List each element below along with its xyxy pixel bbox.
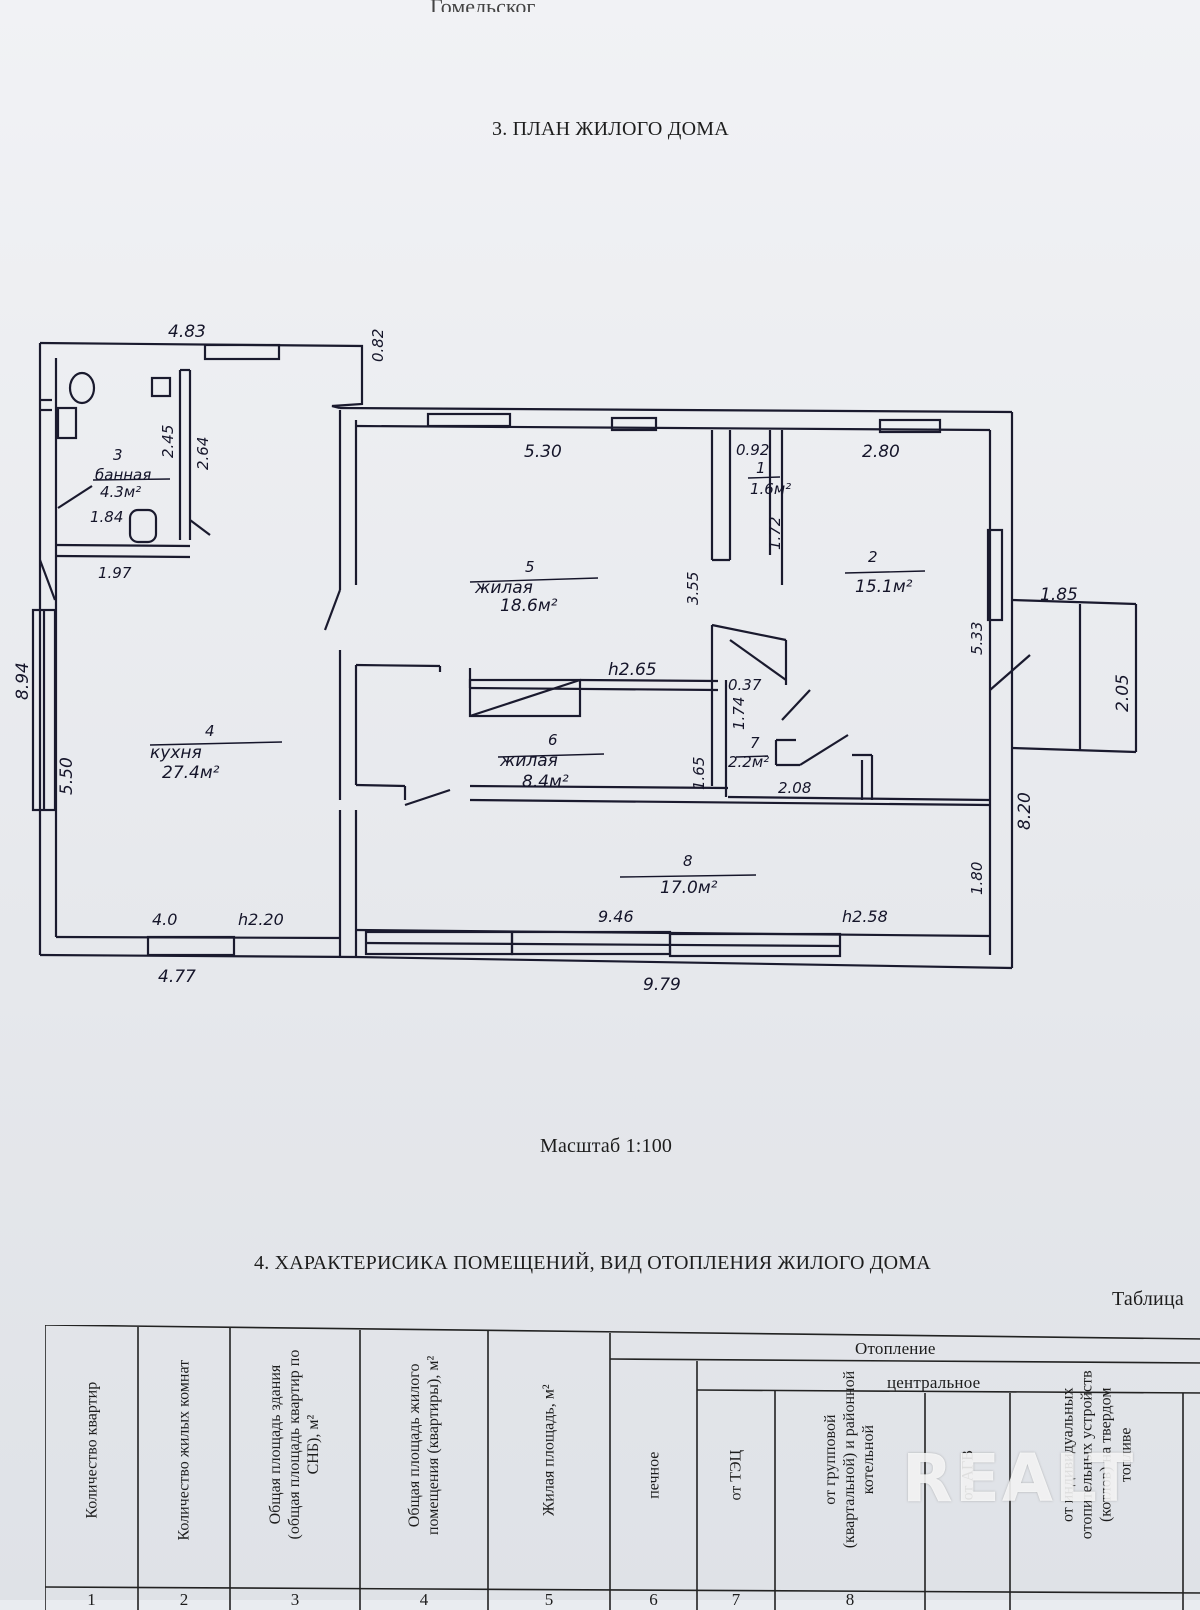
label-underlines: [92, 476, 926, 878]
room-8-number: 8: [683, 852, 693, 870]
col-6-header: печное 6: [644, 1451, 662, 1609]
room-7-number: 7: [750, 734, 760, 752]
plan-walls: [31, 341, 1138, 970]
dim-h2-65: h2.65: [608, 660, 657, 680]
room-4-name: кухня: [150, 743, 202, 763]
dim-4-0: 4.0: [152, 910, 177, 929]
dim-1-72: 1.72: [766, 517, 784, 550]
room-1-area: 1.6м²: [750, 480, 791, 498]
room-4-area: 27.4м²: [162, 763, 220, 783]
col-5-header: Жилая площадь, м² 5: [540, 1384, 558, 1609]
dim-5-30: 5.30: [524, 442, 562, 462]
col-4-header: Общая площадь жилого помещения (квартиры…: [405, 1355, 442, 1609]
room-3-name: банная: [95, 466, 151, 484]
dim-2-80: 2.80: [862, 442, 900, 462]
room-labels: 3 банная 4.3м² 4 кухня 27.4м² 5 жилая 18…: [95, 446, 913, 898]
dim-0-92: 0.92: [736, 441, 769, 459]
dim-9-79: 9.79: [643, 975, 681, 995]
table-caption: Таблица: [1112, 1288, 1184, 1310]
dim-2-64: 2.64: [194, 437, 212, 470]
dim-8-20: 8.20: [1015, 792, 1035, 830]
room-6-number: 6: [548, 731, 558, 749]
col-3-header: Общая площадь здания (общая площадь квар…: [267, 1350, 323, 1609]
dim-1-84: 1.84: [90, 508, 123, 526]
room-6-area: 8.4м²: [522, 772, 569, 792]
room-1-number: 1: [756, 459, 766, 477]
dim-1-85: 1.85: [1040, 585, 1078, 605]
room-2-area: 15.1м²: [855, 577, 913, 597]
dim-0-82: 0.82: [369, 329, 387, 362]
dim-h2-20: h2.20: [238, 910, 284, 929]
room-2-number: 2: [868, 548, 878, 566]
table-grid: [45, 1325, 1200, 1610]
heating-group-header: Отопление: [855, 1339, 936, 1358]
dim-8-94: 8.94: [13, 662, 33, 700]
dim-5-50: 5.50: [57, 757, 77, 795]
central-sub-header: центральное: [887, 1373, 981, 1392]
room-5-number: 5: [525, 558, 535, 576]
top-cut-text: Гомельског: [430, 0, 630, 12]
dim-2-45: 2.45: [159, 425, 177, 458]
dim-4-77: 4.77: [158, 967, 196, 987]
room-3-number: 3: [113, 446, 123, 464]
room-6-name: жилая: [499, 751, 558, 771]
dim-2-05: 2.05: [1113, 674, 1133, 712]
floor-plan: 3 банная 4.3м² 4 кухня 27.4м² 5 жилая 18…: [13, 322, 1138, 995]
realt-watermark: REALT: [902, 1440, 1136, 1517]
room-8-area: 17.0м²: [660, 878, 718, 898]
col-2-header: Количество жилых комнат 2: [175, 1359, 193, 1609]
col-1-header: Количество квартир 1: [82, 1381, 100, 1609]
dim-1-97: 1.97: [98, 564, 132, 582]
dim-9-46: 9.46: [598, 907, 634, 926]
dim-5-33: 5.33: [968, 622, 986, 655]
dim-3-55: 3.55: [684, 572, 702, 605]
dim-2-08: 2.08: [778, 779, 811, 797]
scale-label: Масштаб 1:100: [540, 1135, 673, 1157]
dim-1-65: 1.65: [690, 757, 708, 790]
col-7-header: от ТЭЦ 7: [727, 1449, 745, 1609]
dim-1-74: 1.74: [730, 697, 748, 730]
dim-h2-58: h2.58: [842, 907, 888, 926]
room-3-area: 4.3м²: [100, 483, 141, 501]
room-5-area: 18.6м²: [500, 596, 558, 616]
dim-0-37: 0.37: [728, 676, 762, 694]
dimension-labels: 4.83 0.82 2.45 2.64 1.84 1.97 8.94 5.50 …: [13, 322, 1133, 995]
room-4-number: 4: [205, 722, 215, 740]
dim-4-83: 4.83: [168, 322, 206, 342]
room-7-area: 2.2м²: [728, 753, 769, 771]
characteristics-title: 4. ХАРАКТЕРИСИКА ПОМЕЩЕНИЙ, ВИД ОТОПЛЕНИ…: [254, 1252, 931, 1274]
dim-1-80: 1.80: [968, 862, 986, 895]
plan-title: 3. ПЛАН ЖИЛОГО ДОМА: [492, 118, 729, 140]
room-5-name: жилая: [474, 578, 533, 598]
